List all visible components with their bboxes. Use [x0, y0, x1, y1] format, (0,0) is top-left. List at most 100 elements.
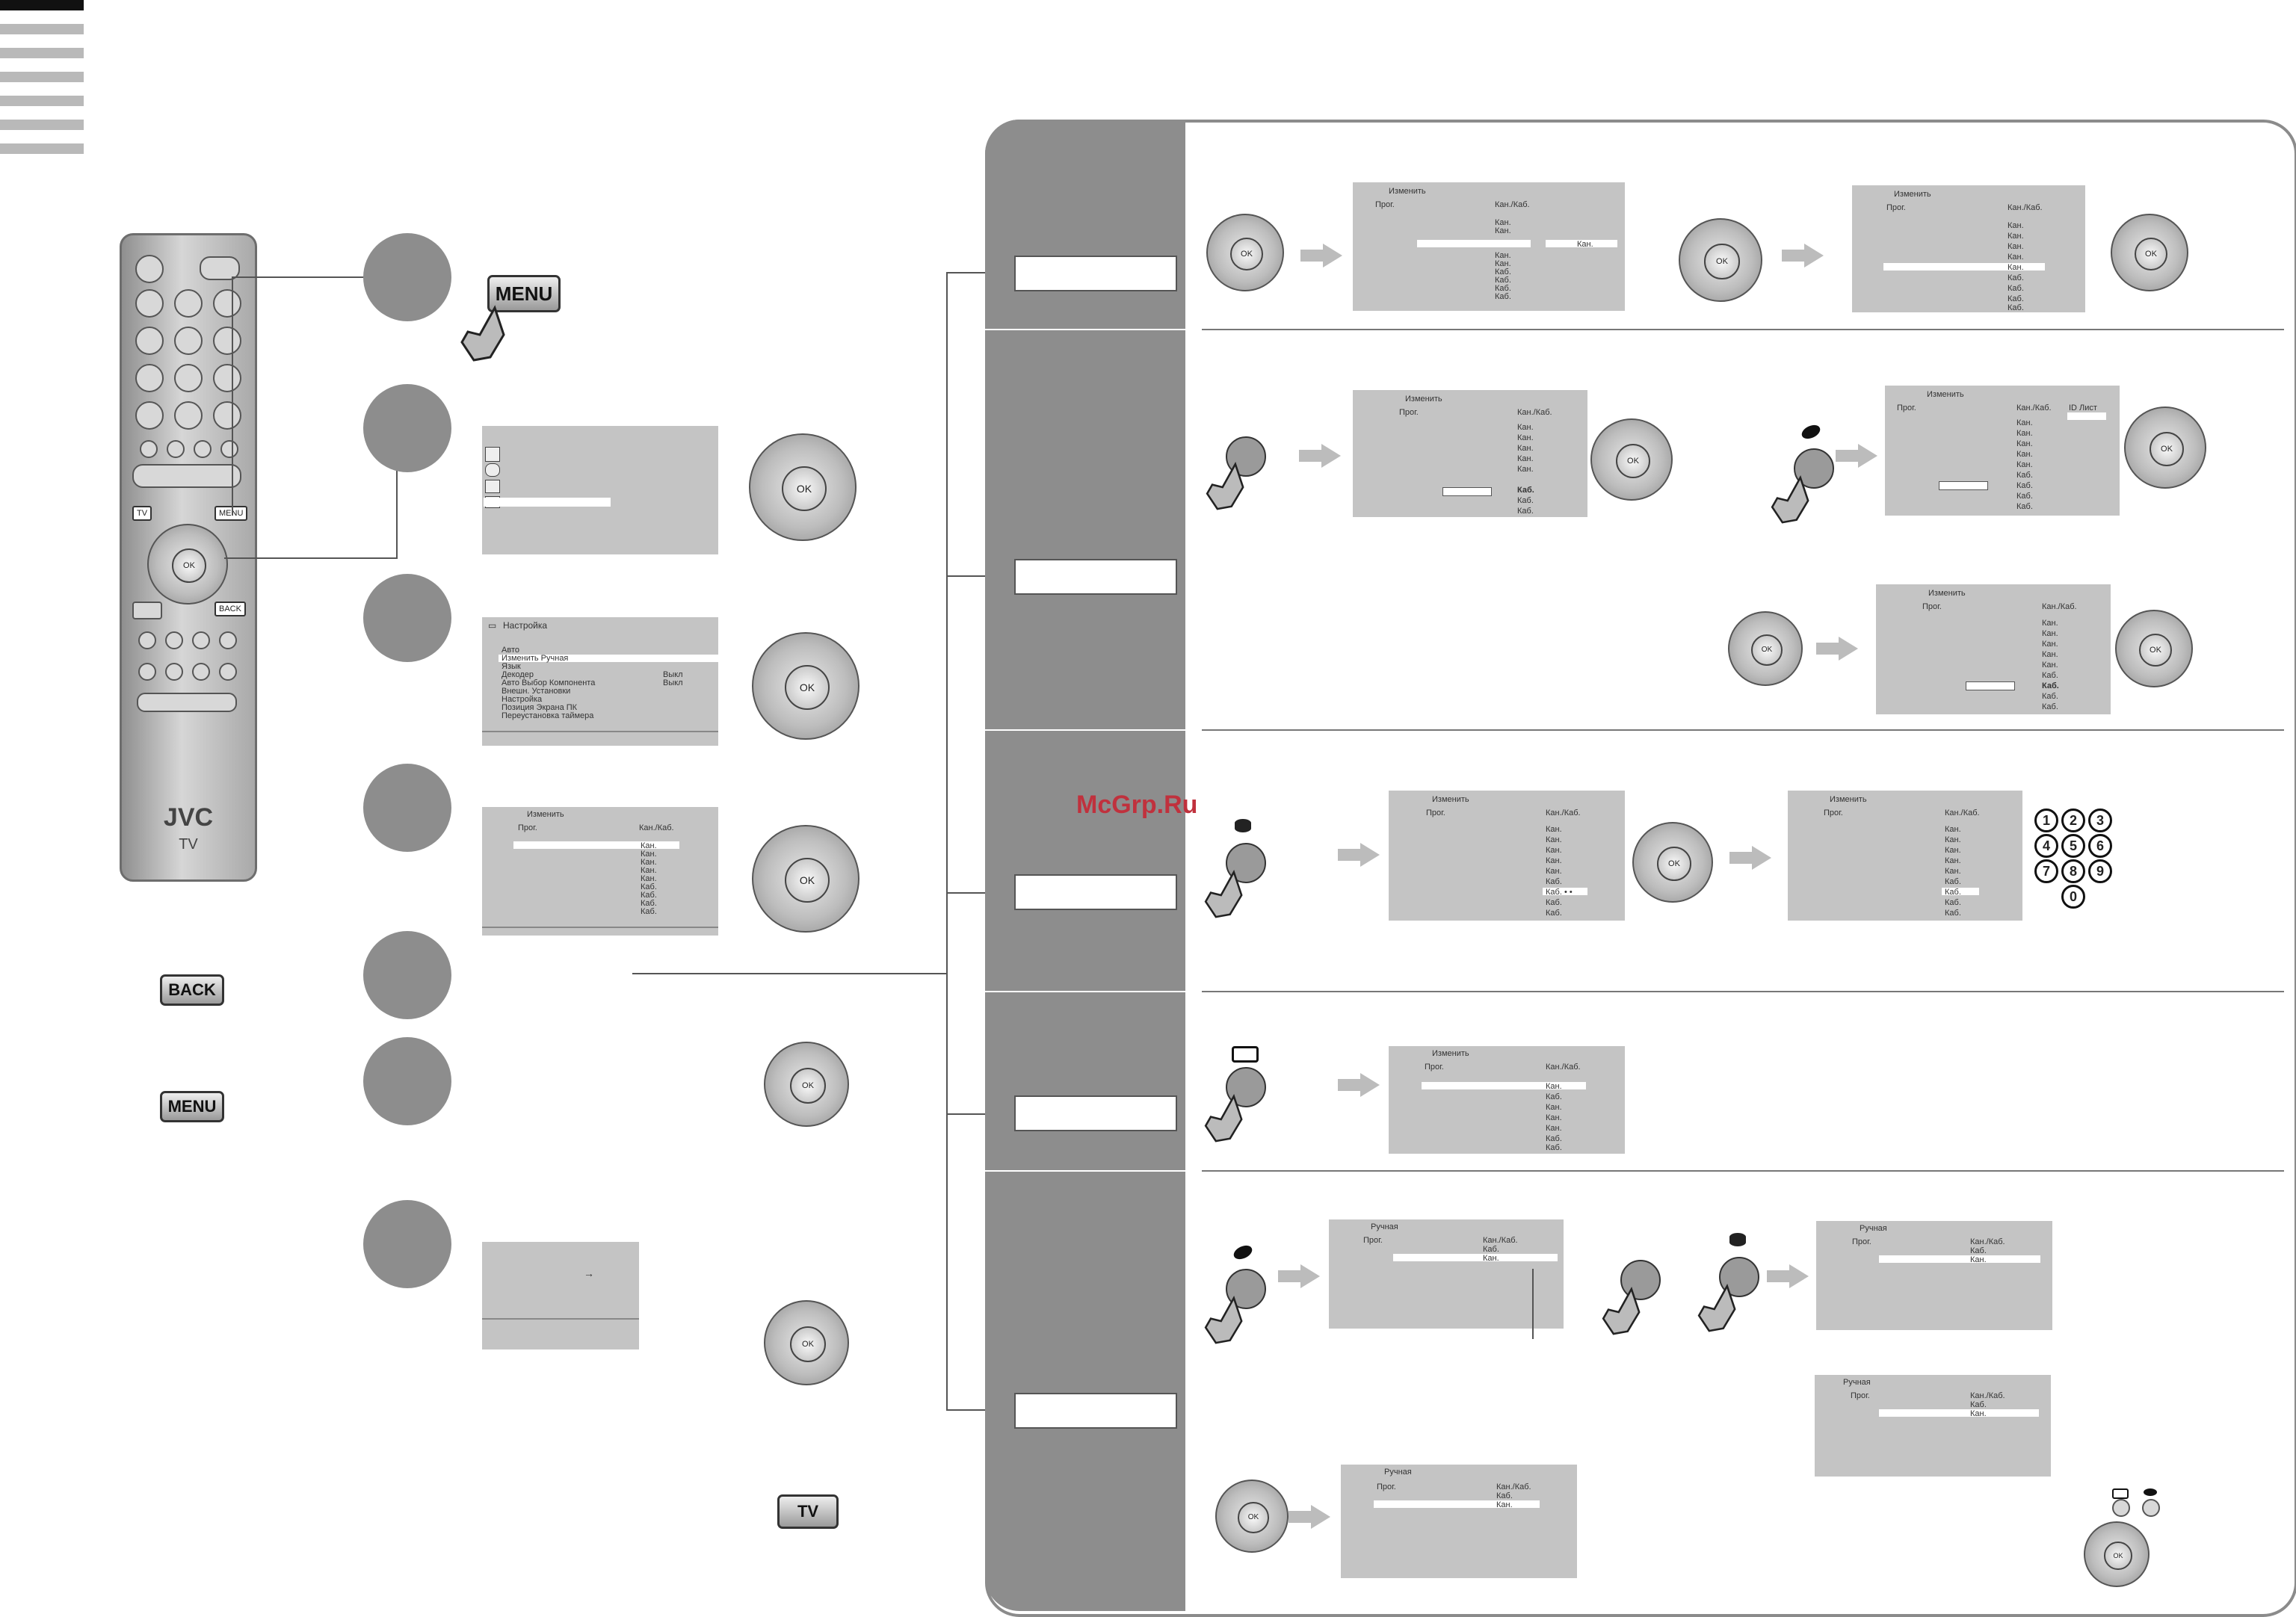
option-label-box[interactable]	[1014, 874, 1177, 910]
navigation-dpad[interactable]: OK	[2115, 610, 2193, 687]
number-key-3[interactable]: 3	[2088, 808, 2112, 832]
menu-item[interactable]: Настройка	[502, 695, 543, 704]
number-key-7[interactable]: 7	[2034, 859, 2058, 883]
navigation-dpad[interactable]: OK	[1679, 218, 1762, 302]
remote-number-button[interactable]	[174, 327, 203, 355]
remote-button-row[interactable]	[137, 693, 237, 712]
ok-button[interactable]: OK	[1657, 847, 1691, 881]
remote-color-button[interactable]	[167, 440, 185, 458]
remote-power-button[interactable]	[135, 255, 164, 283]
ok-button[interactable]: OK	[790, 1068, 826, 1104]
navigation-dpad[interactable]: OK	[1632, 822, 1713, 903]
remote-button[interactable]	[192, 631, 210, 649]
remote-menu-label[interactable]: MENU	[215, 506, 248, 521]
ok-button[interactable]: OK	[782, 466, 827, 511]
number-key-5[interactable]: 5	[2061, 834, 2085, 858]
remote-button[interactable]	[165, 663, 183, 681]
input-box[interactable]	[1966, 681, 2015, 690]
remote-number-button[interactable]	[174, 364, 203, 392]
navigation-dpad[interactable]: OK	[1215, 1480, 1289, 1553]
menu-item[interactable]: Авто	[502, 646, 519, 655]
option-label-box[interactable]	[1014, 256, 1177, 291]
navigation-dpad[interactable]: OK	[2111, 214, 2188, 291]
remote-rocker[interactable]	[132, 464, 241, 488]
remote-number-button[interactable]	[135, 327, 164, 355]
navigation-dpad[interactable]: OK	[764, 1042, 849, 1127]
remote-button[interactable]	[219, 631, 237, 649]
remote-number-button[interactable]	[174, 401, 203, 430]
remote-number-button[interactable]	[174, 289, 203, 318]
color-button[interactable]	[2142, 1499, 2160, 1517]
remote-color-button[interactable]	[140, 440, 158, 458]
remote-number-button[interactable]	[213, 401, 241, 430]
remote-number-button[interactable]	[135, 401, 164, 430]
ok-button[interactable]: OK	[790, 1326, 826, 1362]
navigation-dpad[interactable]: OK	[2084, 1521, 2150, 1587]
navigation-dpad[interactable]: OK	[1728, 611, 1803, 686]
color-button[interactable]	[2112, 1499, 2130, 1517]
input-box[interactable]	[1442, 487, 1492, 496]
navigation-dpad[interactable]: OK	[1206, 214, 1284, 291]
navigation-dpad[interactable]: OK	[752, 825, 860, 933]
navigation-dpad[interactable]: OK	[1590, 418, 1673, 501]
number-key-0[interactable]: 0	[2061, 885, 2085, 909]
remote-button[interactable]	[200, 256, 240, 280]
option-label-box[interactable]	[1014, 559, 1177, 595]
remote-color-button[interactable]	[194, 440, 212, 458]
menu-item[interactable]: Внешн. Установки	[502, 687, 571, 696]
menu-item[interactable]: Авто Выбор Компонента	[502, 678, 596, 687]
remote-number-button[interactable]	[135, 289, 164, 318]
ok-button[interactable]: OK	[2139, 634, 2172, 667]
option-label-box[interactable]	[1014, 1393, 1177, 1429]
ok-button[interactable]: OK	[2135, 238, 2167, 270]
remote-color-button[interactable]	[220, 440, 238, 458]
remote-dpad[interactable]: OK	[147, 524, 228, 605]
remote-button[interactable]	[192, 663, 210, 681]
color-button[interactable]	[1226, 843, 1266, 883]
remote-back-label[interactable]: BACK	[215, 602, 246, 616]
number-key-1[interactable]: 1	[2034, 808, 2058, 832]
input-box[interactable]	[1939, 481, 1988, 490]
ok-button[interactable]: OK	[1238, 1502, 1269, 1533]
tv-key[interactable]: TV	[777, 1494, 839, 1529]
remote-button[interactable]	[138, 663, 156, 681]
remote-number-button[interactable]	[213, 327, 241, 355]
ok-button[interactable]: OK	[1230, 238, 1263, 270]
menu-key[interactable]: MENU	[160, 1091, 224, 1122]
ok-button[interactable]: OK	[785, 665, 830, 710]
number-key-8[interactable]: 8	[2061, 859, 2085, 883]
menu-item[interactable]: Позиция Экрана ПК	[502, 703, 578, 712]
remote-button[interactable]	[165, 631, 183, 649]
ok-button[interactable]: OK	[2104, 1542, 2132, 1570]
ok-button[interactable]: OK	[1704, 244, 1740, 279]
color-button[interactable]	[1719, 1257, 1759, 1297]
remote-tv-label[interactable]: TV	[132, 506, 152, 521]
number-key-2[interactable]: 2	[2061, 808, 2085, 832]
navigation-dpad[interactable]: OK	[752, 632, 860, 740]
number-key-4[interactable]: 4	[2034, 834, 2058, 858]
number-key-9[interactable]: 9	[2088, 859, 2112, 883]
ok-button[interactable]: OK	[1615, 443, 1651, 479]
remote-ok-button[interactable]: OK	[172, 548, 206, 583]
menu-item[interactable]: Язык	[502, 662, 521, 671]
ok-button[interactable]: OK	[1750, 634, 1783, 667]
remote-button[interactable]	[219, 663, 237, 681]
option-label-box[interactable]	[1014, 1095, 1177, 1131]
color-button[interactable]	[1620, 1260, 1661, 1300]
navigation-dpad[interactable]: OK	[749, 433, 857, 541]
ok-button[interactable]: OK	[2149, 431, 2185, 467]
remote-button[interactable]	[132, 602, 162, 619]
navigation-dpad[interactable]: OK	[764, 1300, 849, 1385]
back-key[interactable]: BACK	[160, 974, 224, 1006]
menu-item[interactable]: Изменить Ручная	[502, 654, 569, 663]
menu-item[interactable]: Декодер	[502, 670, 534, 679]
remote-number-button[interactable]	[213, 364, 241, 392]
number-key-6[interactable]: 6	[2088, 834, 2112, 858]
menu-key[interactable]: MENU	[487, 275, 561, 312]
remote-number-button[interactable]	[135, 364, 164, 392]
menu-item[interactable]: Переустановка таймера	[502, 711, 594, 720]
remote-number-button[interactable]	[213, 289, 241, 318]
remote-button[interactable]	[138, 631, 156, 649]
ok-button[interactable]: OK	[785, 858, 830, 903]
navigation-dpad[interactable]: OK	[2124, 406, 2206, 489]
